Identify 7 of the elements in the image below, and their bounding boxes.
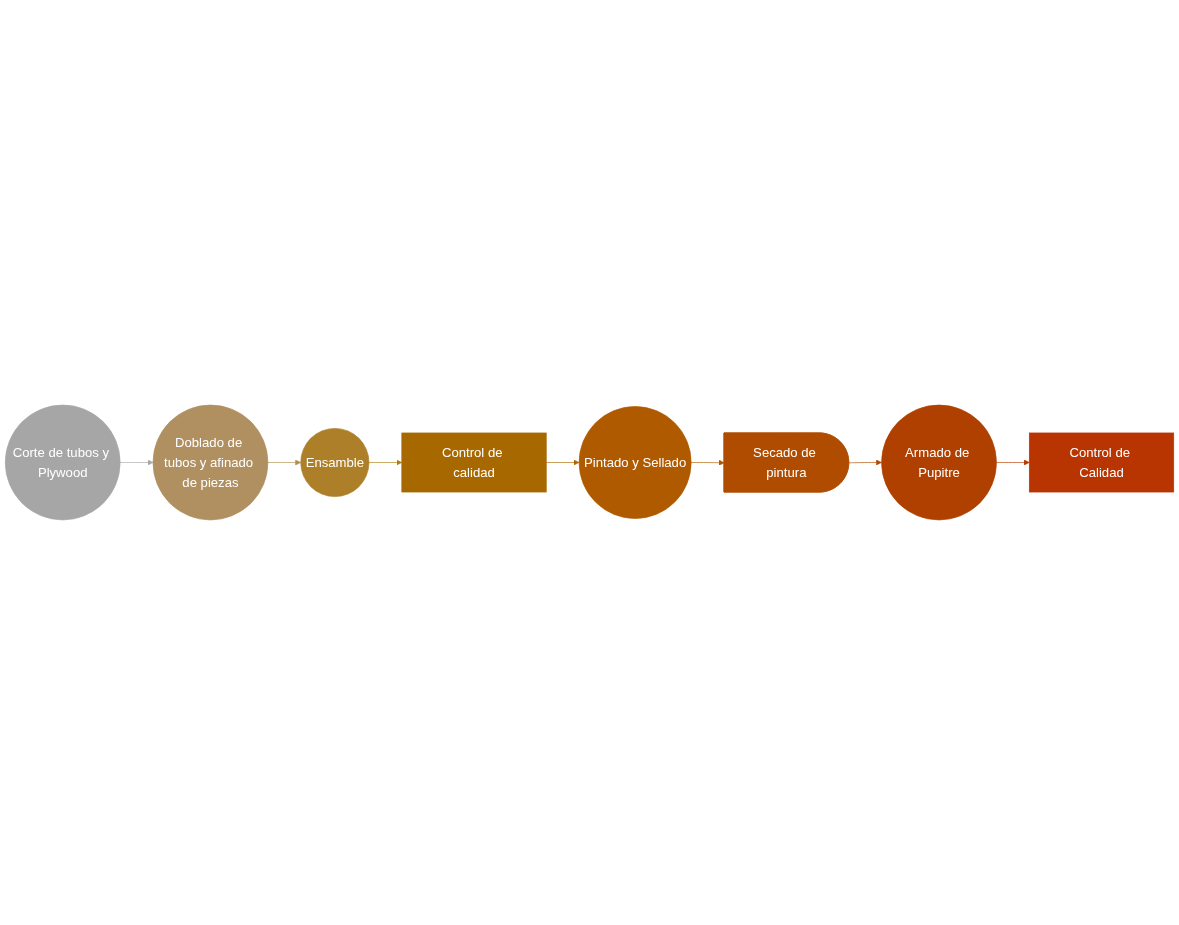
node-circle: Armado de Pupitre — [881, 404, 997, 521]
node-circle: Corte de tubos y Plywood — [4, 404, 121, 521]
node-circle: Pintado y Sellado — [578, 406, 692, 519]
node-box: Control de calidad — [401, 432, 547, 493]
node-circle: Doblado de tubos y afinado de piezas — [152, 404, 269, 521]
node-box: Control de Calidad — [1028, 432, 1175, 493]
node-circle: Ensamble — [300, 428, 370, 497]
